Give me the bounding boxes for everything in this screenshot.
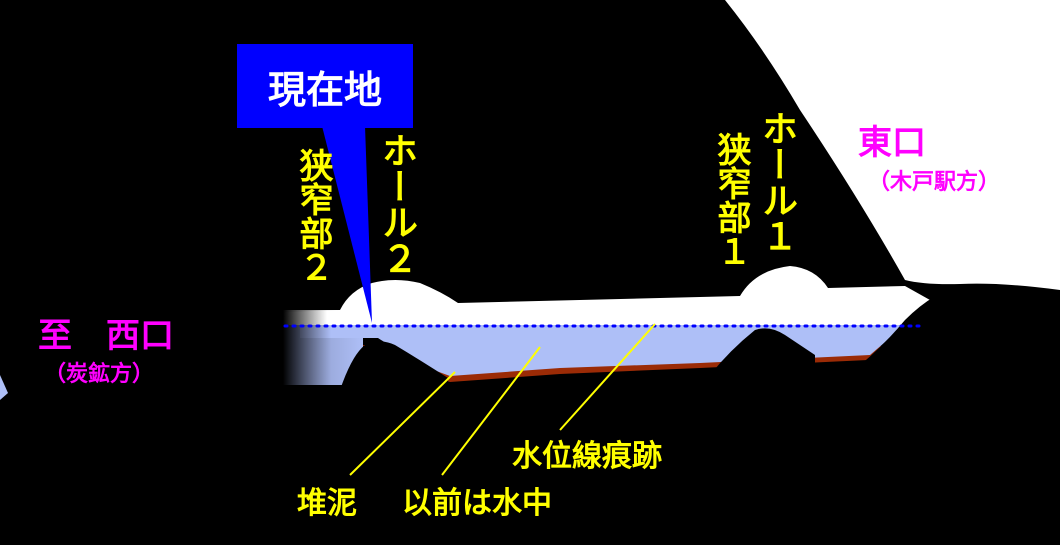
east-exit-title: 東口 — [858, 123, 926, 163]
current-location-callout: 現在地 — [237, 44, 413, 128]
leader-formerly-underwater — [441, 346, 541, 476]
current-location-label: 現在地 — [267, 67, 382, 112]
west-passage-fade — [283, 310, 363, 326]
west-exit-sub-text: （炭鉱方） — [44, 362, 155, 387]
leader-sediment — [349, 371, 456, 476]
west-exit-label: 至 西口 — [38, 308, 174, 357]
narrow-section-2-label: 狭窄部２ — [293, 148, 333, 284]
west-exit-sub: （炭鉱方） — [44, 356, 154, 388]
west-light-sliver — [0, 375, 8, 400]
east-opening-light — [725, 0, 1060, 290]
rock-mound-east — [848, 285, 1060, 420]
cave-passage-air — [283, 266, 930, 325]
narrow-section-1-label: 狭窄部１ — [711, 132, 751, 268]
formerly-underwater-label: 以前は水中 — [402, 486, 552, 521]
rock-mound-middle — [710, 328, 815, 420]
callout-pointer — [322, 126, 372, 323]
waterline-trace-label: 水位線痕跡 — [512, 439, 662, 474]
leader-waterline-trace — [559, 323, 656, 431]
sediment-label: 堆泥 — [297, 486, 357, 521]
rock-mound-west — [340, 341, 448, 420]
east-exit-label: 東口 — [858, 115, 926, 164]
east-exit-sub: （木戸駅方） — [868, 164, 1000, 196]
east-exit-sub-text: （木戸駅方） — [868, 170, 1001, 195]
hall-2-label: ホール２ — [376, 132, 417, 276]
hall-1-label: ホール１ — [756, 110, 797, 254]
west-exit-title: 至 西口 — [38, 316, 174, 356]
